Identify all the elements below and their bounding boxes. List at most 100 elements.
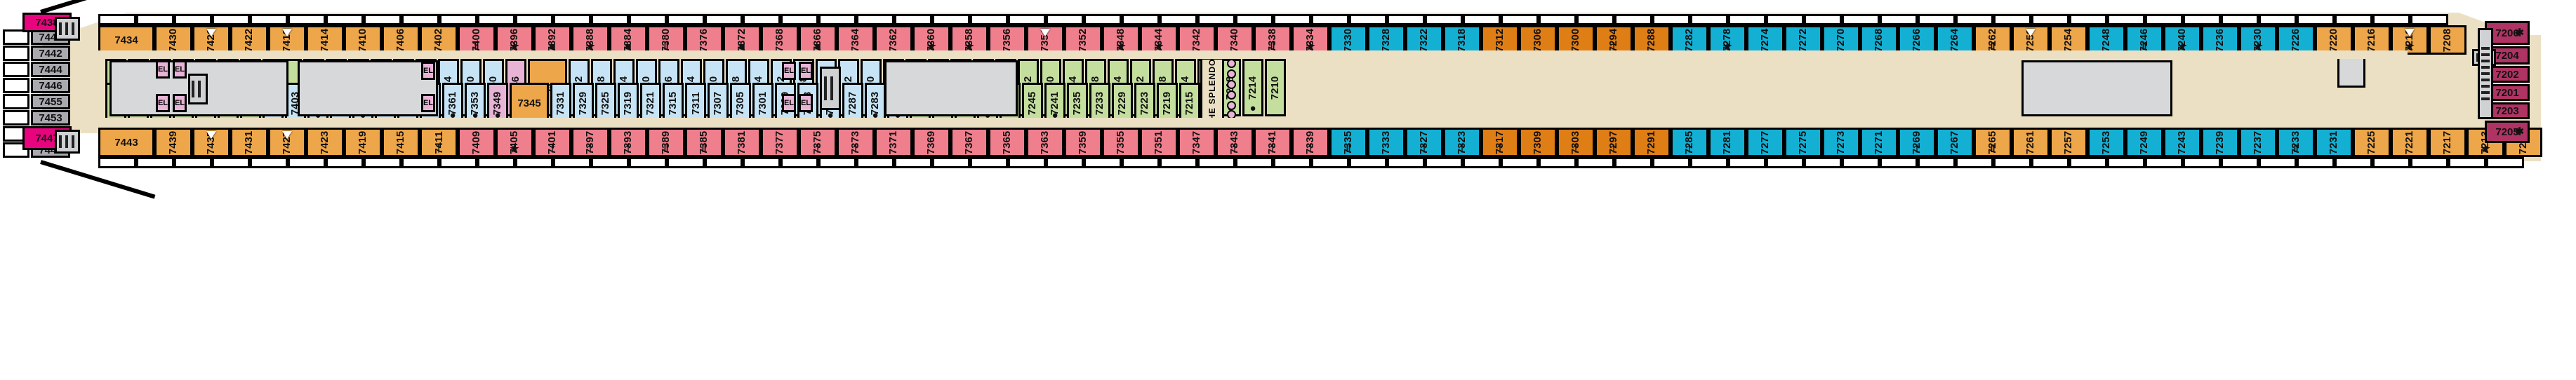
cabin-7352[interactable]: 7352 — [1064, 25, 1102, 55]
cabin-7409[interactable]: 7409 — [458, 128, 496, 157]
cabin-7249[interactable]: 7249 — [2125, 128, 2163, 157]
cabin-7405[interactable]: 7405★ — [496, 128, 533, 157]
cabin-7221[interactable]: 7221 — [2391, 128, 2429, 157]
cabin-7435[interactable]: 7435 — [192, 128, 230, 157]
cabin-7271[interactable]: 7271 — [1860, 128, 1898, 157]
cabin-7381[interactable]: 7381 — [723, 128, 761, 157]
cabin-7303[interactable]: 7303† — [1557, 128, 1595, 157]
elevator-mid-1[interactable]: EL — [421, 62, 435, 80]
elevator-fwd-1[interactable]: EL — [156, 60, 170, 79]
cabin-7415[interactable]: 7415 — [382, 128, 420, 157]
cabin-7285[interactable]: 7285† — [1671, 128, 1708, 157]
cabin-7294[interactable]: 7294† — [1595, 25, 1633, 55]
cabin-7366[interactable]: 7366■ — [799, 25, 837, 55]
cabin-7261[interactable]: 7261 — [2012, 128, 2050, 157]
cabin-7305[interactable]: 7305 — [730, 83, 751, 123]
cabin-7354[interactable]: 7354 — [1026, 25, 1064, 55]
cabin-7318[interactable]: 7318 — [1443, 25, 1481, 55]
elevator-fwd-2[interactable]: EL — [173, 60, 187, 79]
cabin-7335[interactable]: 7335‖ — [1329, 128, 1367, 157]
cabin-7369[interactable]: 7369 — [912, 128, 950, 157]
cabin-7342[interactable]: 7342 — [1178, 25, 1216, 55]
cabin-7361[interactable]: 7361● — [442, 83, 463, 123]
cabin-7455[interactable]: 7455 — [31, 94, 70, 109]
cabin-7281[interactable]: 7281 — [1708, 128, 1746, 157]
stairwell-stern-right[interactable] — [2478, 28, 2493, 119]
cabin-7325[interactable]: 7325 — [595, 83, 616, 123]
cabin-7291[interactable]: 7291 — [1633, 128, 1671, 157]
cabin-7231[interactable]: 7231 — [2315, 128, 2353, 157]
cabin-7274[interactable]: 7274 — [1746, 25, 1784, 55]
cabin-7239[interactable]: 7239 — [2201, 128, 2239, 157]
cabin-7275[interactable]: 7275 — [1784, 128, 1822, 157]
cabin-7446[interactable]: 7446 — [31, 78, 70, 93]
stairwell-aft[interactable] — [820, 67, 841, 110]
cabin-7376[interactable]: 7376 — [685, 25, 723, 55]
cabin-7266[interactable]: 7266 — [1898, 25, 1936, 55]
the-splendor-lounge[interactable]: THE SPLENDOR — [1200, 52, 1224, 126]
cabin-7347[interactable]: 7347 — [1178, 128, 1216, 157]
cabin-7323[interactable]: 7323† — [1443, 128, 1481, 157]
cabin-7375[interactable]: 7375† — [799, 128, 837, 157]
cabin-7349[interactable]: 7349● — [487, 83, 508, 123]
stairwell-forward-bottom[interactable] — [55, 130, 80, 154]
cabin-7443[interactable]: 7443 — [98, 128, 154, 157]
elevator-fwd-4[interactable]: EL — [173, 94, 187, 112]
cabin-7257[interactable]: 7257 — [2050, 128, 2087, 157]
cabin-7355[interactable]: 7355 — [1102, 128, 1140, 157]
cabin-7363[interactable]: 7363 — [1026, 128, 1064, 157]
cabin-7453[interactable]: 7453 — [31, 110, 70, 125]
cabin-7217[interactable]: 7217 — [2429, 128, 2467, 157]
cabin-7321[interactable]: 7321 — [640, 83, 661, 123]
cabin-7243[interactable]: 7243 — [2163, 128, 2201, 157]
cabin-7402[interactable]: 7402 — [420, 25, 458, 55]
cabin-7339[interactable]: 7339† — [1292, 128, 1329, 157]
cabin-7371[interactable]: 7371 — [875, 128, 912, 157]
cabin-7233[interactable]: 7233‖ — [2277, 128, 2315, 157]
cabin-7385[interactable]: 7385‖ — [685, 128, 723, 157]
cabin-7401[interactable]: 7401† — [533, 128, 571, 157]
cabin-7367[interactable]: 7367 — [950, 128, 988, 157]
cabin-7397[interactable]: 7397† — [571, 128, 609, 157]
cabin-7273[interactable]: 7273 — [1822, 128, 1860, 157]
cabin-7210[interactable]: 7210 — [1265, 59, 1286, 116]
cabin-7373[interactable]: 7373† — [837, 128, 875, 157]
cabin-7358[interactable]: 7358★ — [950, 25, 988, 55]
cabin-7359[interactable]: 7359 — [1064, 128, 1102, 157]
cabin-7331[interactable]: 7331 — [550, 83, 571, 123]
cabin-7343[interactable]: 7343† — [1216, 128, 1254, 157]
cabin-7356[interactable]: 7356 — [988, 25, 1026, 55]
cabin-7235[interactable]: 7235 — [1067, 83, 1088, 123]
elevator-aft-2[interactable]: EL — [799, 62, 813, 80]
cabin-7360[interactable]: 7360★ — [912, 25, 950, 55]
cabin-7278[interactable]: 7278★ — [1708, 25, 1746, 55]
cabin-7430[interactable]: 7430 — [154, 25, 192, 55]
elevator-fwd-3[interactable]: EL — [156, 94, 170, 112]
cabin-7205[interactable]: 7205✱ — [2485, 121, 2530, 143]
cabin-7288[interactable]: 7288 — [1633, 25, 1671, 55]
cabin-7411[interactable]: 7411† — [420, 128, 458, 157]
cabin-7442[interactable]: 7442 — [31, 46, 70, 61]
elevator-mid-2[interactable]: EL — [421, 94, 435, 112]
cabin-7345[interactable]: 7345 — [510, 83, 549, 123]
cabin-7219[interactable]: 7219 — [1157, 83, 1178, 123]
cabin-7372[interactable]: 7372■ — [723, 25, 761, 55]
cabin-7388[interactable]: 7388★ — [571, 25, 609, 55]
cabin-7351[interactable]: 7351 — [1140, 128, 1178, 157]
cabin-7237[interactable]: 7237 — [2239, 128, 2277, 157]
cabin-7307[interactable]: 7307 — [708, 83, 729, 123]
cabin-7353[interactable]: 7353● — [465, 83, 486, 123]
cabin-7297[interactable]: 7297† — [1595, 128, 1633, 157]
cabin-7319[interactable]: 7319 — [618, 83, 639, 123]
cabin-7241[interactable]: 7241● — [1044, 83, 1065, 123]
cabin-7214[interactable]: 7214● — [1242, 59, 1263, 116]
cabin-7225[interactable]: 7225 — [2353, 128, 2391, 157]
cabin-7272[interactable]: 7272 — [1784, 25, 1822, 55]
cabin-7208[interactable]: 7208 — [2429, 25, 2467, 55]
stairwell-forward-top[interactable] — [55, 17, 80, 41]
elevator-aft-1[interactable]: EL — [782, 62, 796, 80]
cabin-7311[interactable]: 7311 — [685, 83, 706, 123]
cabin-7265[interactable]: 7265‖ — [1974, 128, 2012, 157]
cabin-7253[interactable]: 7253 — [2087, 128, 2125, 157]
cabin-7389[interactable]: 7389‖ — [647, 128, 685, 157]
